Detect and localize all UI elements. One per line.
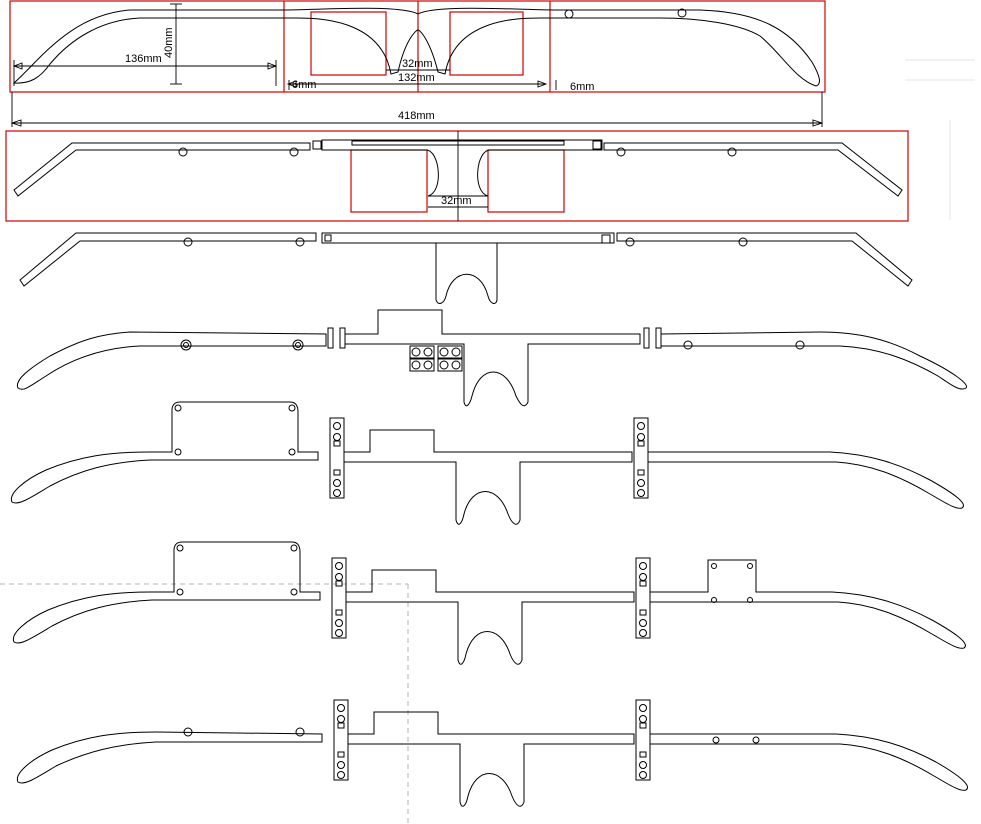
design-7-frame [16, 699, 968, 807]
frame-outline [12, 7, 820, 87]
guide-lines [0, 583, 409, 824]
left-lens-box [310, 11, 387, 76]
design-6-frame [12, 541, 966, 665]
design-3-frame [19, 232, 913, 304]
dim-label-lens-height: 40mm [163, 27, 175, 58]
dim-label-center-span: 132mm [398, 72, 435, 84]
part-grid [409, 345, 463, 372]
design-2-straight-frame: 32mm [5, 130, 909, 222]
dim-label-bridge-width: 32mm [402, 58, 433, 70]
design-4-frame [16, 309, 967, 407]
dim-label-hinge-right: 6mm [570, 81, 594, 93]
design-5-frame [10, 401, 964, 525]
dim-label-temple-width: 136mm [125, 53, 162, 65]
background-artifacts [905, 59, 975, 220]
dim-label-hinge-left: 6mm [292, 79, 316, 91]
dim-label-bridge-width-2: 32mm [441, 195, 472, 207]
design-1-dimensioned: 136mm 40mm 32mm 132mm 6mm 6mm 418mm [9, 0, 826, 127]
right-lens-box [449, 11, 524, 76]
dim-label-total-width: 418mm [398, 110, 435, 122]
